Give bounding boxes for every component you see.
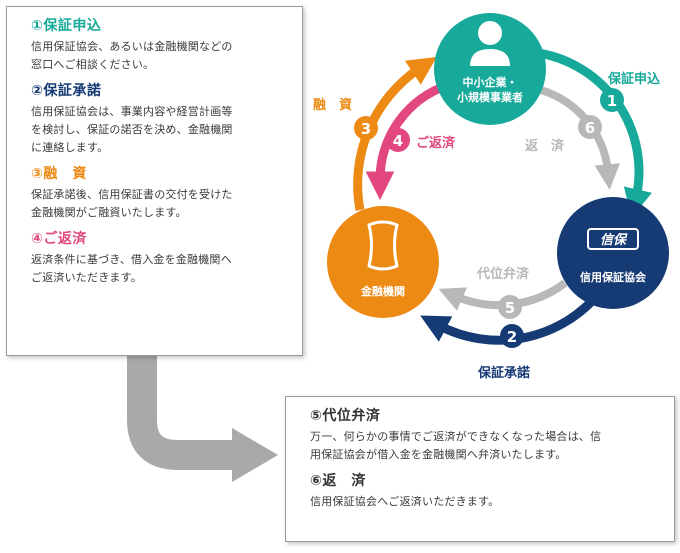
approve-number-badge: 2 xyxy=(500,324,524,348)
step-5-text-line: 用保証協会が借入金を金融機関へ弁済いたします。 xyxy=(310,448,567,461)
approve-label: 保証承諾 xyxy=(477,365,530,381)
step-1-section: ①保証申込 信用保証協会、あるいは金融機関などの 窓口へご相談ください。 xyxy=(31,17,292,74)
step-4-section: ④ご返済 返済条件に基づき、借入金を金融機関へ ご返済いただきます。 xyxy=(31,230,292,287)
step-5-section: ⑤代位弁済 万一、何らかの事情でご返済ができなくなった場合は、信 用保証協会が借… xyxy=(310,407,666,464)
step-4-text-line: 返済条件に基づき、借入金を金融機関へ xyxy=(31,253,232,266)
person-icon xyxy=(470,21,510,66)
sme-label-line2: 小規模事業者 xyxy=(456,90,523,104)
repay-label: ご返済 xyxy=(416,135,456,151)
step-2-text-line: 信用保証協会は、事業内容や経営計画等 xyxy=(31,105,233,118)
steps-5-6-panel: ⑤代位弁済 万一、何らかの事情でご返済ができなくなった場合は、信 用保証協会が借… xyxy=(285,396,675,542)
apply-label: 保証申込 xyxy=(607,71,661,87)
step-6-text-line: 信用保証協会へご返済いただきます。 xyxy=(310,495,500,508)
loan-label: 融 資 xyxy=(313,97,352,113)
subrogation-number: 5 xyxy=(505,299,515,317)
step-1-text-line: 信用保証協会、あるいは金融機関などの xyxy=(31,40,233,53)
step-1-title: ①保証申込 xyxy=(31,18,102,34)
step-6-section: ⑥返 済 信用保証協会へご返済いただきます。 xyxy=(310,472,666,511)
guarantee-corp-label: 信用保証協会 xyxy=(580,270,647,284)
bank-node: 金融機関 xyxy=(327,206,439,318)
apply-number-badge: 1 xyxy=(600,88,624,112)
subrogation-number-badge: 5 xyxy=(498,295,522,319)
repay-arrow xyxy=(365,80,450,201)
shinpo-logo-icon: 信保 xyxy=(587,228,639,250)
bank-label: 金融機関 xyxy=(360,284,405,298)
loan-number-badge: 3 xyxy=(354,116,378,140)
coin-icon xyxy=(367,220,399,271)
step-4-text-line: ご返済いただきます。 xyxy=(31,271,142,284)
step-5-text-line: 万一、何らかの事情でご返済ができなくなった場合は、信 xyxy=(310,430,602,443)
apply-number: 1 xyxy=(607,92,617,110)
repayment-number-badge: 6 xyxy=(578,115,602,139)
step-1-text-line: 窓口へご相談ください。 xyxy=(31,58,155,71)
guarantee-corp-node: 信保 信用保証協会 xyxy=(557,197,669,309)
step-2-text-line: に連絡します。 xyxy=(31,141,109,154)
sme-node: 中小企業・ 小規模事業者 xyxy=(434,13,546,125)
step-3-title: ③融 資 xyxy=(31,166,87,182)
approve-number: 2 xyxy=(507,328,517,346)
repay-number-badge: 4 xyxy=(386,128,410,152)
step-3-text-line: 金融機関がご融資いたします。 xyxy=(31,206,187,219)
repay-number: 4 xyxy=(393,132,403,150)
step-2-section: ②保証承諾 信用保証協会は、事業内容や経営計画等 を検討し、保証の諾否を決め、金… xyxy=(31,82,292,157)
approve-arrow xyxy=(420,289,604,345)
step-3-section: ③融 資 保証承諾後、信用保証書の交付を受けた 金融機関がご融資いたします。 xyxy=(31,165,292,222)
sme-label-line1: 中小企業・ xyxy=(463,75,518,89)
steps-1-4-panel: ①保証申込 信用保証協会、あるいは金融機関などの 窓口へご相談ください。 ②保証… xyxy=(6,6,303,356)
step-3-text-line: 保証承諾後、信用保証書の交付を受けた xyxy=(31,188,233,201)
step-4-title: ④ご返済 xyxy=(31,231,87,247)
step-5-title: ⑤代位弁済 xyxy=(310,408,381,424)
repayment-label: 返 済 xyxy=(525,138,565,154)
step-6-title: ⑥返 済 xyxy=(310,473,366,489)
step-2-text-line: を検討し、保証の諾否を決め、金融機関 xyxy=(31,123,233,136)
shinpo-logo-text: 信保 xyxy=(600,232,628,248)
repayment-number: 6 xyxy=(585,119,595,137)
loan-number: 3 xyxy=(361,120,371,138)
subrogation-label: 代位弁済 xyxy=(476,266,530,282)
step-2-title: ②保証承諾 xyxy=(31,83,102,99)
